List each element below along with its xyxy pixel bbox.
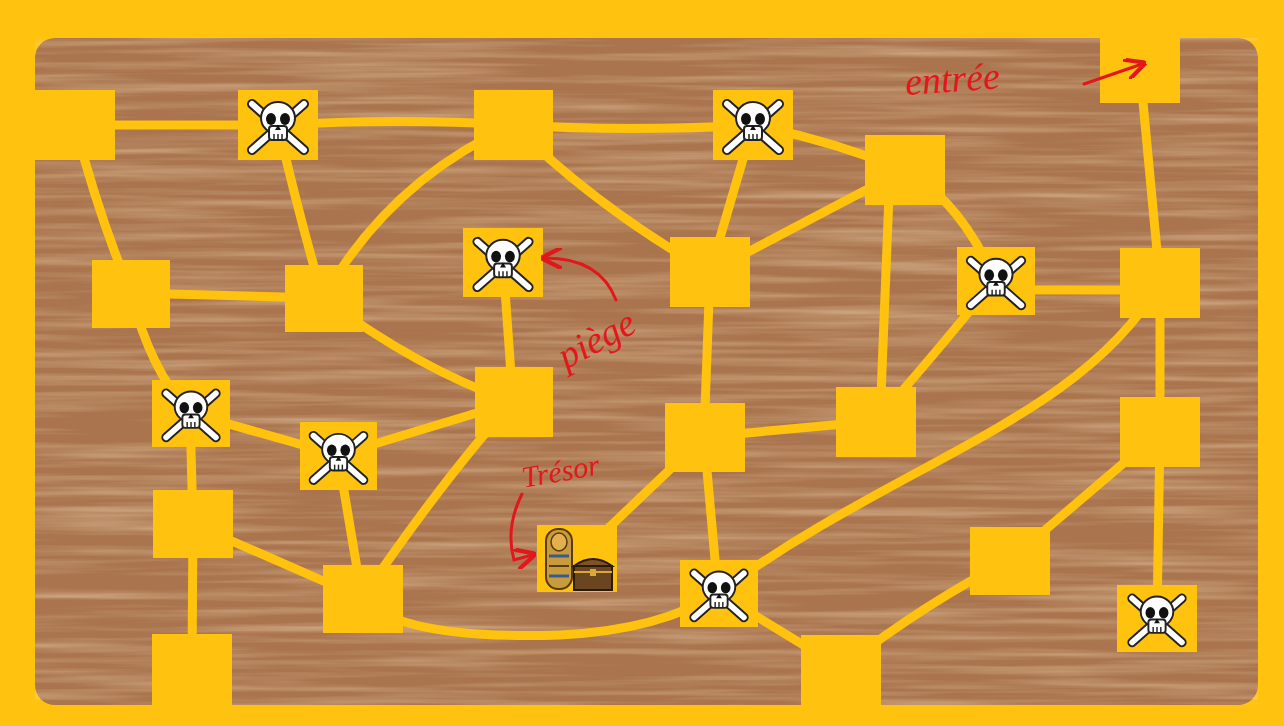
map-path-part bbox=[718, 283, 1160, 593]
leader-arrow bbox=[511, 64, 1142, 560]
room-square-part bbox=[1117, 585, 1197, 652]
leader-arrow-part bbox=[545, 258, 616, 300]
room-square-part bbox=[474, 90, 553, 160]
room-square-part bbox=[152, 634, 232, 705]
room-square-part bbox=[1100, 38, 1180, 103]
room-square bbox=[35, 38, 1200, 705]
room-square-part bbox=[801, 635, 881, 705]
room-square-part bbox=[1120, 248, 1200, 318]
leader-arrow-part bbox=[511, 494, 532, 560]
skull-icon-part bbox=[694, 571, 744, 617]
room-square-part bbox=[836, 387, 916, 457]
skull-icon-part bbox=[313, 434, 363, 480]
treasure-icon-part bbox=[574, 559, 612, 566]
room-square-part bbox=[670, 237, 750, 307]
room-square-part bbox=[92, 260, 170, 328]
skull-icon-part bbox=[1132, 596, 1182, 642]
skull-icon-part bbox=[971, 259, 1022, 306]
skull-icon-part bbox=[727, 102, 779, 150]
skull-icon-part bbox=[252, 102, 304, 150]
room-square-part bbox=[35, 90, 115, 160]
room-square-part bbox=[537, 525, 617, 592]
treasure-icon-part bbox=[549, 575, 569, 578]
skull-icon-part bbox=[166, 391, 216, 437]
leader-arrow-part bbox=[1084, 64, 1142, 84]
treasure-icon-part bbox=[546, 529, 572, 589]
room-square-part bbox=[475, 367, 553, 437]
room-square-part bbox=[970, 527, 1050, 595]
room-square-part bbox=[323, 565, 403, 633]
wood-board bbox=[35, 38, 1258, 705]
room-square-part bbox=[152, 380, 230, 447]
treasure-icon-part bbox=[549, 565, 569, 567]
wood-board-part bbox=[35, 38, 1258, 705]
room-square-part bbox=[153, 490, 233, 558]
map-label: entrée bbox=[904, 56, 1001, 101]
room-square-part bbox=[463, 228, 543, 297]
room-square-part bbox=[680, 560, 758, 627]
room-square-part bbox=[865, 135, 945, 205]
map-path-part bbox=[880, 170, 890, 421]
treasure-icon-part bbox=[551, 533, 567, 551]
treasure-icon-part bbox=[574, 566, 612, 590]
skull-icon bbox=[166, 102, 1182, 642]
treasure-icon-part bbox=[549, 555, 569, 558]
wood-board-part bbox=[35, 38, 1258, 705]
room-square-part bbox=[713, 90, 793, 160]
skull-icon-part bbox=[477, 240, 528, 287]
room-square-part bbox=[285, 265, 363, 332]
treasure-icon-part bbox=[590, 569, 596, 576]
room-square-part bbox=[665, 403, 745, 472]
map-path-part bbox=[362, 593, 718, 636]
map-path bbox=[75, 70, 1160, 668]
treasure-icon bbox=[546, 529, 612, 590]
room-square-part bbox=[238, 90, 318, 160]
room-square-part bbox=[300, 422, 377, 490]
room-square-part bbox=[1120, 397, 1200, 467]
room-square-part bbox=[957, 247, 1035, 315]
